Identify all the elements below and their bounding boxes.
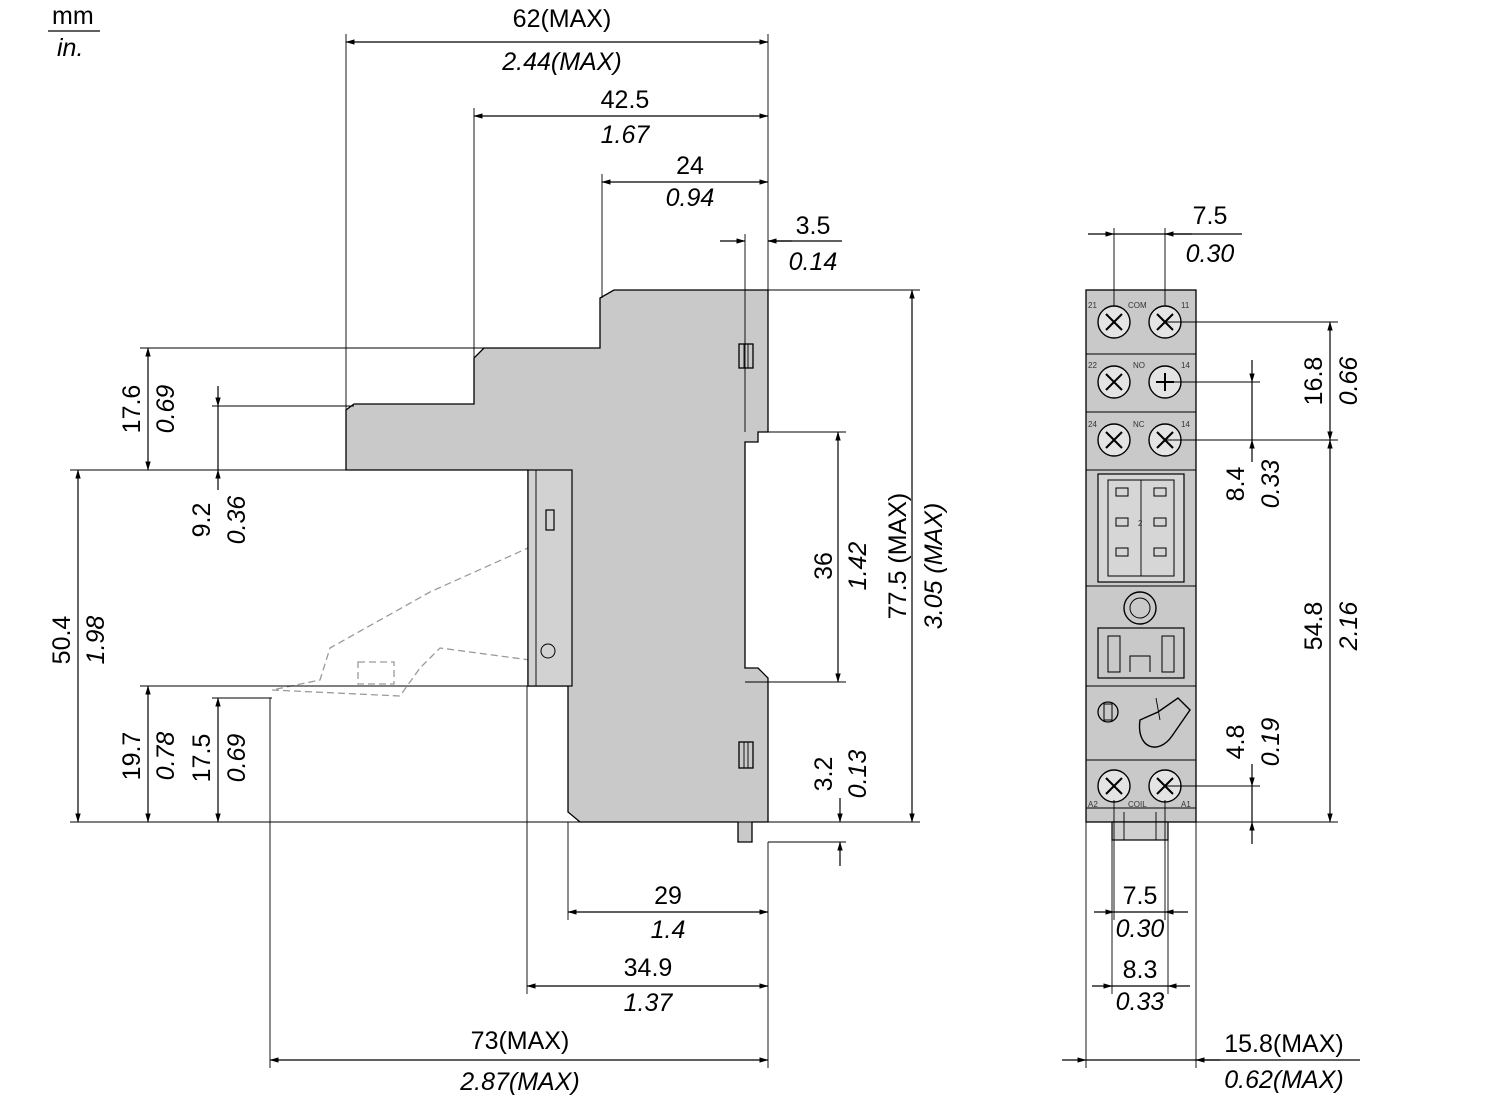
label-no: NO [1133,361,1145,370]
dim-17-6-in: 0.69 [152,385,180,434]
dim-34-9-mm: 34.9 [624,954,673,982]
label-14a: 14 [1181,361,1190,370]
label-11: 11 [1181,301,1190,310]
dim-34-9-in: 1.37 [624,989,674,1017]
label-a1: A1 [1181,800,1191,809]
label-22: 22 [1088,361,1097,370]
dim-50-4-in: 1.98 [82,616,110,665]
dim-19-7-in: 0.78 [152,732,180,781]
label-a2: A2 [1088,800,1098,809]
dim-15-8-in: 0.62(MAX) [1224,1066,1343,1094]
unit-in: in. [57,34,83,62]
dim-3-5-mm: 3.5 [796,212,831,240]
dim-36-in: 1.42 [844,542,872,591]
label-21: 21 [1088,301,1097,310]
dim-9-2-mm: 9.2 [188,503,216,538]
dim-4-8-in: 0.19 [1257,718,1285,767]
dim-54-8-mm: 54.8 [1300,602,1328,651]
label-coil: COIL [1128,800,1147,809]
dim-3-5-in: 0.14 [789,248,838,276]
dim-29-in: 1.4 [651,916,686,944]
side-view: 62(MAX) 2.44(MAX) 42.5 1.67 24 0.94 3.5 … [48,5,948,1096]
dim-8-3-in: 0.33 [1116,988,1165,1016]
dim-9-2-in: 0.36 [223,496,251,545]
dim-73-in: 2.87(MAX) [459,1068,579,1096]
dim-19-7-mm: 19.7 [118,732,146,781]
dim-3-2-mm: 3.2 [810,757,838,792]
label-nc: NC [1133,420,1145,429]
dim-16-8-mm: 16.8 [1300,357,1328,406]
unit-mm: mm [52,2,94,30]
latch-outline [271,529,573,697]
label-24: 24 [1088,420,1097,429]
dim-8-4-mm: 8.4 [1222,467,1250,502]
label-2: 2 [1138,519,1143,528]
dim-62-mm: 62(MAX) [513,5,612,33]
dim-16-8-in: 0.66 [1335,357,1363,406]
dim-29-mm: 29 [654,882,682,910]
clip-slot-top [738,343,754,369]
dim-17-5-in: 0.69 [223,734,251,783]
clip-slot-bottom [738,741,754,769]
dim-17-5-mm: 17.5 [188,734,216,783]
dim-73-mm: 73(MAX) [471,1027,570,1055]
dim-36-mm: 36 [810,552,838,580]
units-legend: mm in. [48,2,100,62]
dim-4-8-mm: 4.8 [1222,725,1250,760]
dim-77-5-in: 3.05 (MAX) [920,503,948,629]
dim-7-5-bottom-mm: 7.5 [1123,882,1158,910]
dim-77-5-mm: 77.5 (MAX) [884,493,912,619]
terminal-labels: 21 COM 11 22 NO 14 24 NC 14 A2 COIL A1 [1088,301,1191,809]
label-14b: 14 [1181,420,1190,429]
label-com: COM [1128,301,1147,310]
dim-7-5-bottom-in: 0.30 [1116,915,1165,943]
dim-8-3-mm: 8.3 [1123,956,1158,984]
dim-42-5-mm: 42.5 [601,86,650,114]
dim-3-2-in: 0.13 [844,750,872,799]
dim-7-5-top-mm: 7.5 [1193,202,1228,230]
dim-7-5-top-in: 0.30 [1186,240,1235,268]
dim-24-in: 0.94 [666,184,715,212]
dim-24-mm: 24 [676,152,704,180]
dim-8-4-in: 0.33 [1257,460,1285,509]
latch-panel [527,469,573,687]
dim-42-5-in: 1.67 [601,121,651,149]
dim-17-6-mm: 17.6 [118,385,146,434]
dim-54-8-in: 2.16 [1335,602,1363,652]
dim-50-4-mm: 50.4 [48,616,76,665]
dim-62-in: 2.44(MAX) [501,48,621,76]
front-view: 2 21 COM 11 2 [1062,202,1363,1094]
dim-15-8-mm: 15.8(MAX) [1224,1030,1343,1058]
